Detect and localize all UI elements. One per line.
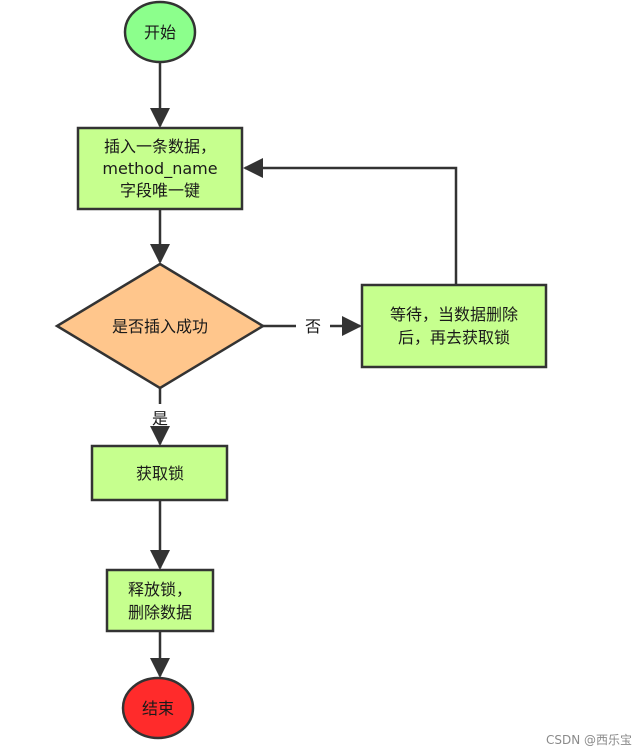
insert-label-line-1: 插入一条数据， [104,137,216,156]
node-acquire: 获取锁 [90,444,229,502]
acquire-label: 获取锁 [136,464,184,483]
decision-diamond [54,262,266,390]
start-label: 开始 [144,23,176,42]
watermark: CSDN @西乐宝 [545,733,632,747]
wait-box [360,283,548,369]
insert-label-line-2: method_name [102,159,217,179]
edge-wait-to-insert [243,158,458,284]
wait-label-line-1: 等待，当数据删除 [390,305,518,324]
wait-label-line-2: 后，再去获取锁 [398,328,510,347]
node-end: 结束 [121,676,195,740]
node-release: 释放锁， 删除数据 [105,568,215,633]
edge-label-no: 否 [305,317,321,336]
insert-box [76,126,244,211]
end-label: 结束 [142,699,174,718]
node-start: 开始 [123,0,197,64]
node-insert: 插入一条数据， method_name 字段唯一键 [76,126,244,211]
start-ellipse [123,0,197,64]
release-label-line-1: 释放锁， [128,580,192,599]
decision-label: 是否插入成功 [112,317,208,336]
end-ellipse [121,676,195,740]
node-decision: 是否插入成功 [54,262,266,390]
insert-label-line-3: 字段唯一键 [120,181,200,200]
release-label-line-2: 删除数据 [128,603,192,622]
node-wait: 等待，当数据删除 后，再去获取锁 [360,283,548,369]
edges [150,62,458,678]
edge-label-yes: 是 [152,409,168,428]
release-box [105,568,215,633]
acquire-box [90,444,229,502]
